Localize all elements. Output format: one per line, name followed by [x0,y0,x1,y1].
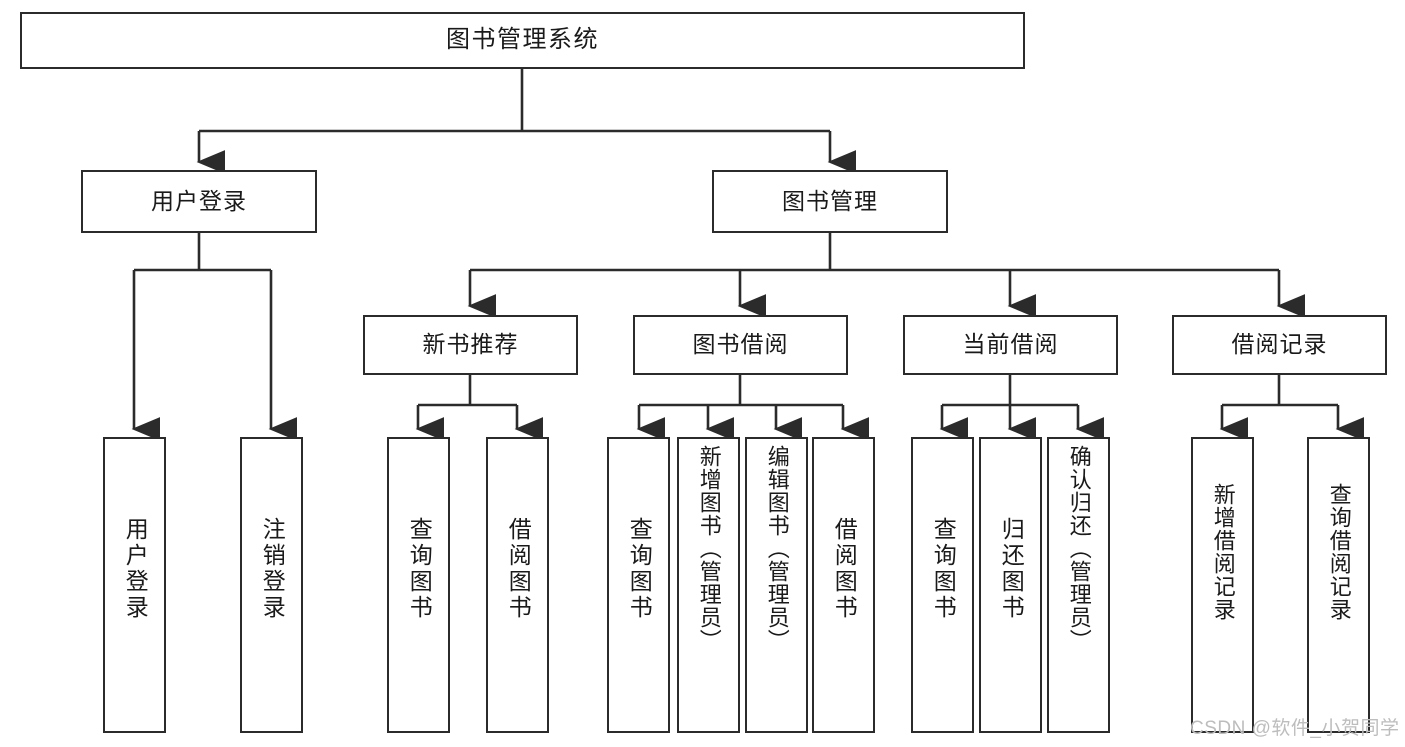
leaf-query-book-1[interactable]: 查询图书 [387,437,450,733]
leaf-borrow-book-1-label: 借阅图书 [505,517,532,621]
leaf-add-book[interactable]: 新增图书（管理员） [677,437,740,733]
leaf-edit-book[interactable]: 编辑图书（管理员） [745,437,808,733]
leaf-edit-book-label: 编辑图书（管理员） [764,445,790,652]
leaf-borrow-book-2-label: 借阅图书 [831,517,858,621]
leaf-confirm-return-label: 确认归还（管理员） [1066,445,1092,652]
leaf-query-book-1-label: 查询图书 [406,517,433,621]
leaf-logout[interactable]: 注销登录 [240,437,303,733]
node-book-manage-label: 图书管理 [782,187,878,214]
leaf-borrow-book-1[interactable]: 借阅图书 [486,437,549,733]
leaf-add-record-label: 新增借阅记录 [1210,483,1236,621]
node-root-label: 图书管理系统 [446,26,599,54]
node-book-borrow-label: 图书借阅 [692,331,789,358]
leaf-query-book-2-label: 查询图书 [626,517,653,621]
node-book-manage[interactable]: 图书管理 [712,170,948,233]
node-borrow-record-label: 借阅记录 [1231,331,1328,358]
node-current-borrow-label: 当前借阅 [962,331,1059,358]
node-current-borrow[interactable]: 当前借阅 [903,315,1118,375]
leaf-borrow-book-2[interactable]: 借阅图书 [812,437,875,733]
node-new-book-recommend[interactable]: 新书推荐 [363,315,578,375]
leaf-user-login-label: 用户登录 [122,517,149,621]
node-user-login-label: 用户登录 [151,187,247,214]
leaf-return-book-label: 归还图书 [998,517,1025,621]
leaf-query-book-3[interactable]: 查询图书 [911,437,974,733]
csdn-watermark: CSDN @软件_小贺同学 [1190,718,1400,739]
leaf-query-book-2[interactable]: 查询图书 [607,437,670,733]
leaf-user-login[interactable]: 用户登录 [103,437,166,733]
node-user-login[interactable]: 用户登录 [81,170,317,233]
leaf-logout-label: 注销登录 [259,517,286,621]
node-book-borrow[interactable]: 图书借阅 [633,315,848,375]
leaf-add-record[interactable]: 新增借阅记录 [1191,437,1254,733]
leaf-return-book[interactable]: 归还图书 [979,437,1042,733]
leaf-query-record[interactable]: 查询借阅记录 [1307,437,1370,733]
node-new-book-recommend-label: 新书推荐 [422,331,519,358]
leaf-query-record-label: 查询借阅记录 [1326,483,1352,621]
node-borrow-record[interactable]: 借阅记录 [1172,315,1387,375]
leaf-confirm-return[interactable]: 确认归还（管理员） [1047,437,1110,733]
leaf-query-book-3-label: 查询图书 [930,517,957,621]
leaf-add-book-label: 新增图书（管理员） [696,445,722,652]
node-root[interactable]: 图书管理系统 [20,12,1025,69]
